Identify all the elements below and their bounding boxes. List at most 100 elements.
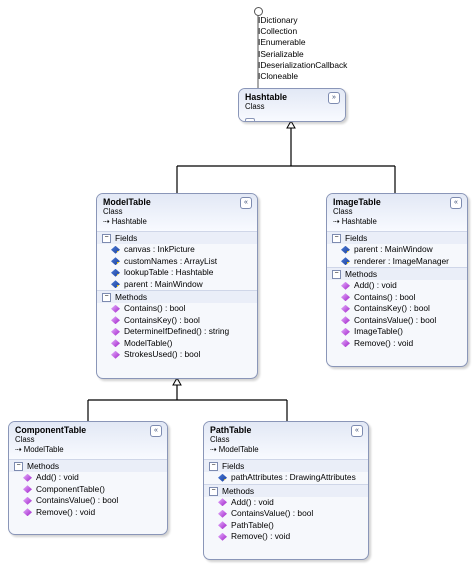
class-kind: Class [15,435,35,444]
class-box-componenttable[interactable]: ComponentTable Class ⇢ModelTable « −Meth… [8,421,168,535]
collapse-section-icon[interactable]: − [102,293,111,303]
class-name: PathTable [210,425,252,435]
class-box-hashtable[interactable]: Hashtable Class » [238,88,346,122]
field-item[interactable]: parent : MainWindow [97,279,257,291]
methods-section-header[interactable]: −Methods [9,459,167,472]
base-class: ⇢Hashtable [103,217,147,226]
class-kind: Class [103,207,123,216]
method-icon [218,532,227,541]
method-icon [341,339,350,348]
interface-item: ICloneable [258,71,299,82]
method-icon [23,485,32,494]
field-item[interactable]: canvas : InkPicture [97,244,257,256]
fields-section-header[interactable]: −Fields [97,231,257,244]
method-item[interactable]: Contains() : bool [97,303,257,315]
class-box-pathtable[interactable]: PathTable Class ⇢ModelTable « −Fields pa… [203,421,369,560]
class-box-imagetable[interactable]: ImageTable Class ⇢Hashtable « −Fields pa… [326,193,468,367]
field-item[interactable]: pathAttributes : DrawingAttributes [204,472,368,484]
class-kind: Class [210,435,230,444]
method-item[interactable]: Add() : void [9,472,167,484]
methods-section-header[interactable]: −Methods [97,290,257,303]
base-class: ⇢Hashtable [333,217,377,226]
shape-icon [245,112,339,121]
fields-section-header[interactable]: −Fields [204,459,368,472]
method-icon [111,304,120,313]
collapse-section-icon[interactable]: − [209,462,218,472]
method-icon [111,350,120,359]
interface-item: IDictionary [258,15,298,25]
collapse-section-icon[interactable]: − [102,234,111,244]
field-icon [218,473,227,482]
method-item[interactable]: ModelTable() [97,338,257,350]
interface-list: IDictionary ICollection IEnumerable ISer… [258,15,347,82]
method-item[interactable]: ImageTable() [327,326,467,338]
method-icon [218,509,227,518]
field-icon [111,268,120,277]
expand-chevron-icon[interactable]: » [328,92,340,104]
method-icon [341,304,350,313]
method-item[interactable]: Remove() : void [327,338,467,350]
method-item[interactable]: DetermineIfDefined() : string [97,326,257,338]
method-item[interactable]: ContainsValue() : bool [327,315,467,327]
base-class: ⇢ModelTable [15,445,64,454]
fields-section-header[interactable]: −Fields [327,231,467,244]
class-box-modeltable[interactable]: ModelTable Class ⇢Hashtable « −Fields ca… [96,193,258,379]
method-icon [23,508,32,517]
field-icon [111,245,120,254]
inherit-arrow-icon: ⇢ [103,217,110,226]
method-item[interactable]: Add() : void [204,497,368,509]
interface-lollipop-icon [254,7,263,16]
generalization-arrow-hashtable [286,119,296,129]
collapse-chevron-icon[interactable]: « [351,425,363,437]
method-item[interactable]: Remove() : void [204,531,368,543]
class-kind: Class [245,102,265,111]
method-item[interactable]: ComponentTable() [9,484,167,496]
base-class: ⇢ModelTable [210,445,259,454]
collapse-chevron-icon[interactable]: « [150,425,162,437]
interface-item: ICollection [258,26,298,37]
collapse-section-icon[interactable]: − [209,486,218,496]
class-kind: Class [333,207,353,216]
field-item[interactable]: parent : MainWindow [327,244,467,256]
method-item[interactable]: Remove() : void [9,507,167,519]
inherit-arrow-icon: ⇢ [333,217,340,226]
method-item[interactable]: StrokesUsed() : bool [97,349,257,361]
field-icon [341,245,350,254]
method-item[interactable]: PathTable() [204,520,368,532]
method-item[interactable]: Contains() : bool [327,292,467,304]
methods-section-header[interactable]: −Methods [204,483,368,497]
method-icon [341,281,350,290]
field-item[interactable]: renderer : ImageManager [327,256,467,268]
method-item[interactable]: ContainsValue() : bool [204,508,368,520]
method-icon [111,339,120,348]
method-icon [23,473,32,482]
method-icon [218,498,227,507]
field-icon [111,280,120,289]
method-item[interactable]: ContainsKey() : bool [97,315,257,327]
method-item[interactable]: Add() : void [327,280,467,292]
collapse-section-icon[interactable]: − [332,234,341,244]
interface-item: IEnumerable [258,37,306,48]
collapse-chevron-icon[interactable]: « [450,197,462,209]
field-item[interactable]: lookupTable : Hashtable [97,267,257,279]
field-icon [111,257,120,266]
method-item[interactable]: ContainsKey() : bool [327,303,467,315]
field-item[interactable]: customNames : ArrayList [97,256,257,268]
methods-section-header[interactable]: −Methods [327,267,467,280]
method-icon [218,521,227,530]
collapse-chevron-icon[interactable]: « [240,197,252,209]
method-item[interactable]: ContainsValue() : bool [9,495,167,507]
method-icon [341,316,350,325]
class-name: ImageTable [333,197,381,207]
method-icon [341,293,350,302]
interface-item: ISerializable [258,48,304,59]
class-name: ComponentTable [15,425,87,435]
collapse-section-icon[interactable]: − [14,462,23,472]
method-icon [341,327,350,336]
collapse-section-icon[interactable]: − [332,270,341,280]
inherit-arrow-icon: ⇢ [15,445,22,454]
interface-item: IDeserializationCallback [258,59,348,70]
generalization-arrow-modeltable [172,376,182,386]
inherit-arrow-icon: ⇢ [210,445,217,454]
